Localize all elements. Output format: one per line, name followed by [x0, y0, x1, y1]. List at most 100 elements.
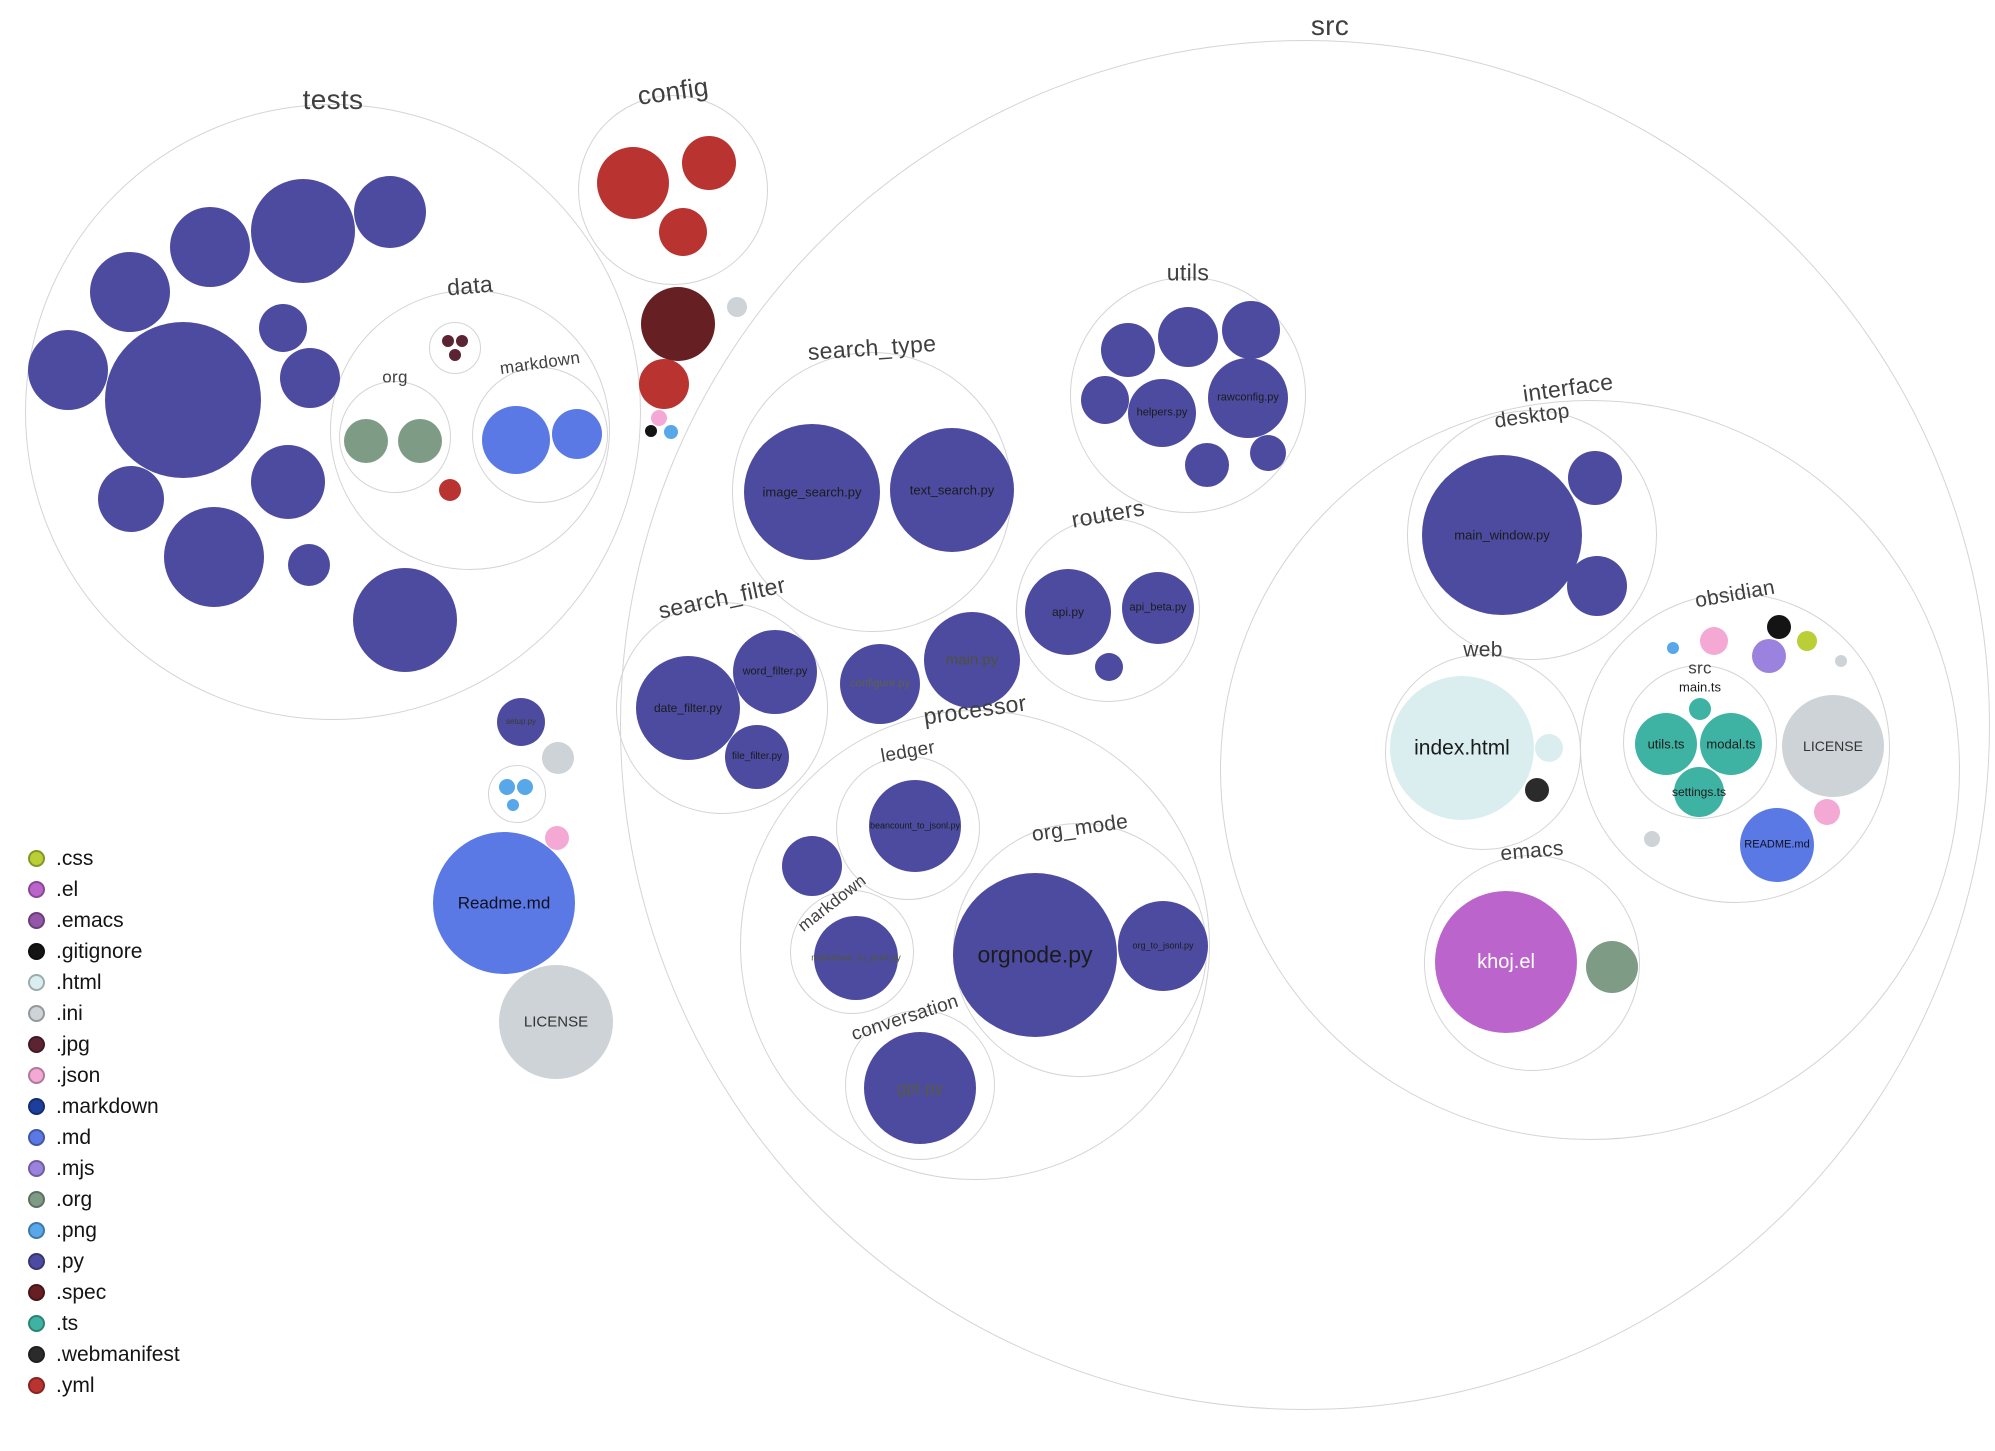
file-main-py-py [924, 612, 1020, 708]
file-obsidian-css-css [1797, 631, 1817, 651]
legend-color-dot-ts [28, 1315, 45, 1332]
legend-item-py: .py [28, 1246, 180, 1277]
file-root-yml-yml [639, 359, 689, 409]
legend-color-dot-md [28, 1129, 45, 1146]
file-label-modal-ts: modal.ts [1706, 736, 1756, 752]
file-label-main-ts: main.ts [1679, 679, 1721, 695]
file-word-filter-py-py [733, 630, 817, 714]
legend-label-py: .py [56, 1249, 85, 1273]
file-label-helpers-py: helpers.py [1136, 406, 1188, 419]
group-label-conversation: conversation [848, 990, 962, 1046]
group-label-tests: tests [302, 84, 364, 115]
legend-color-dot-ini [28, 1005, 45, 1022]
legend-color-dot-py [28, 1253, 45, 1270]
group-data-images [429, 322, 481, 374]
file-label-text-search-py: text_search.py [909, 482, 995, 498]
group-desktop [1407, 410, 1657, 660]
group-label-routers: routers [1069, 494, 1147, 533]
group-label-ledger: ledger [879, 736, 937, 768]
file-tests-py-9-py [98, 466, 164, 532]
file-obsidian-json-2-json [1814, 799, 1840, 825]
legend-item-mjs: .mjs [28, 1153, 180, 1184]
file-data-md-1-md [482, 406, 550, 474]
file-label-obsidian-readme: README.md [1744, 838, 1810, 851]
legend-item-yml: .yml [28, 1370, 180, 1401]
legend-item-png: .png [28, 1215, 180, 1246]
file-utils-ts-ts [1635, 713, 1697, 775]
group-label-emacs: emacs [1499, 836, 1565, 866]
legend-label-html: .html [56, 970, 102, 994]
file-label-main-py: main.py [945, 651, 999, 669]
file-processor-py-1-py [782, 836, 842, 896]
legend-label-json: .json [56, 1063, 101, 1087]
legend-label-emacs: .emacs [56, 908, 124, 932]
group-config [578, 95, 768, 285]
legend-item-emacs: .emacs [28, 905, 180, 936]
group-emacs [1424, 855, 1640, 1071]
file-utils-py-4-py [1081, 376, 1129, 424]
file-label-gpt-py: gpt.py [896, 1078, 944, 1098]
file-date-filter-py-py [636, 656, 740, 760]
group-label-processor-markdown: markdown [794, 870, 870, 936]
file-tests-py-8-py [280, 348, 340, 408]
file-root-gitignore-gitignore [645, 425, 657, 437]
file-label-main-window-py: main_window.py [1454, 527, 1550, 543]
group-label-data-markdown: markdown [498, 347, 582, 379]
file-rawconfig-py-py [1208, 358, 1288, 438]
file-docs-png-3-png [507, 799, 519, 811]
file-tests-py-3-py [251, 179, 355, 283]
file-tests-py-11-py [251, 445, 325, 519]
file-data-jpg-2-jpg [456, 335, 468, 347]
file-config-yml-1-yml [597, 147, 669, 219]
file-data-yml-yml [439, 479, 461, 501]
legend-label-gitignore: .gitignore [56, 939, 143, 963]
file-org-to-jsonl-py-py [1118, 901, 1208, 991]
file-configure-py-py [840, 644, 920, 724]
legend-label-png: .png [56, 1218, 97, 1242]
group-docs [488, 765, 546, 823]
group-conversation [845, 1010, 995, 1160]
legend-color-dot-html [28, 974, 45, 991]
legend-item-webmanifest: .webmanifest [28, 1339, 180, 1370]
legend-label-ts: .ts [56, 1311, 79, 1335]
file-docs-png-1-png [499, 779, 515, 795]
legend-item-ts: .ts [28, 1308, 180, 1339]
file-docs-png-2-png [517, 779, 533, 795]
legend-label-jpg: .jpg [56, 1032, 90, 1056]
legend-label-org: .org [56, 1187, 93, 1211]
group-search-filter [616, 602, 828, 814]
legend-item-gitignore: .gitignore [28, 936, 180, 967]
group-processor-markdown [790, 890, 914, 1014]
legend-color-dot-markdown [28, 1098, 45, 1115]
file-web-html-2-html [1535, 734, 1563, 762]
file-root-png-1-png [664, 425, 678, 439]
legend-color-dot-org [28, 1191, 45, 1208]
file-label-configure-py: configure.py [850, 677, 910, 690]
file-web-webmanifest-webmanifest [1525, 778, 1549, 802]
file-tests-py-13-py [353, 568, 457, 672]
file-tests-py-2-py [170, 207, 250, 287]
legend-item-el: .el [28, 874, 180, 905]
legend-color-dot-gitignore [28, 943, 45, 960]
file-root-json-1-json [651, 410, 667, 426]
file-utils-py-3-py [1222, 301, 1280, 359]
file-obsidian-json-1-json [1700, 627, 1728, 655]
file-khoj-el-el [1435, 891, 1577, 1033]
file-data-jpg-1-jpg [442, 335, 454, 347]
file-main-window-py-py [1422, 455, 1582, 615]
file-beancount-to-jsonl-py-py [869, 780, 961, 872]
group-label-config: config [635, 71, 711, 111]
file-label-file-filter-py: file_filter.py [731, 751, 783, 762]
file-tests-py-12-py [288, 544, 330, 586]
legend-color-dot-webmanifest [28, 1346, 45, 1363]
group-label-org-mode: org_mode [1030, 809, 1130, 847]
file-label-rawconfig-py: rawconfig.py [1217, 391, 1279, 404]
group-ledger [836, 756, 980, 900]
file-label-word-filter-py: word_filter.py [742, 665, 808, 678]
file-label-org-to-jsonl-py: org_to_jsonl.py [1132, 940, 1194, 951]
file-api-py-py [1025, 569, 1111, 655]
file-tests-py-5-py [28, 330, 108, 410]
group-obsidian-src [1623, 665, 1777, 819]
